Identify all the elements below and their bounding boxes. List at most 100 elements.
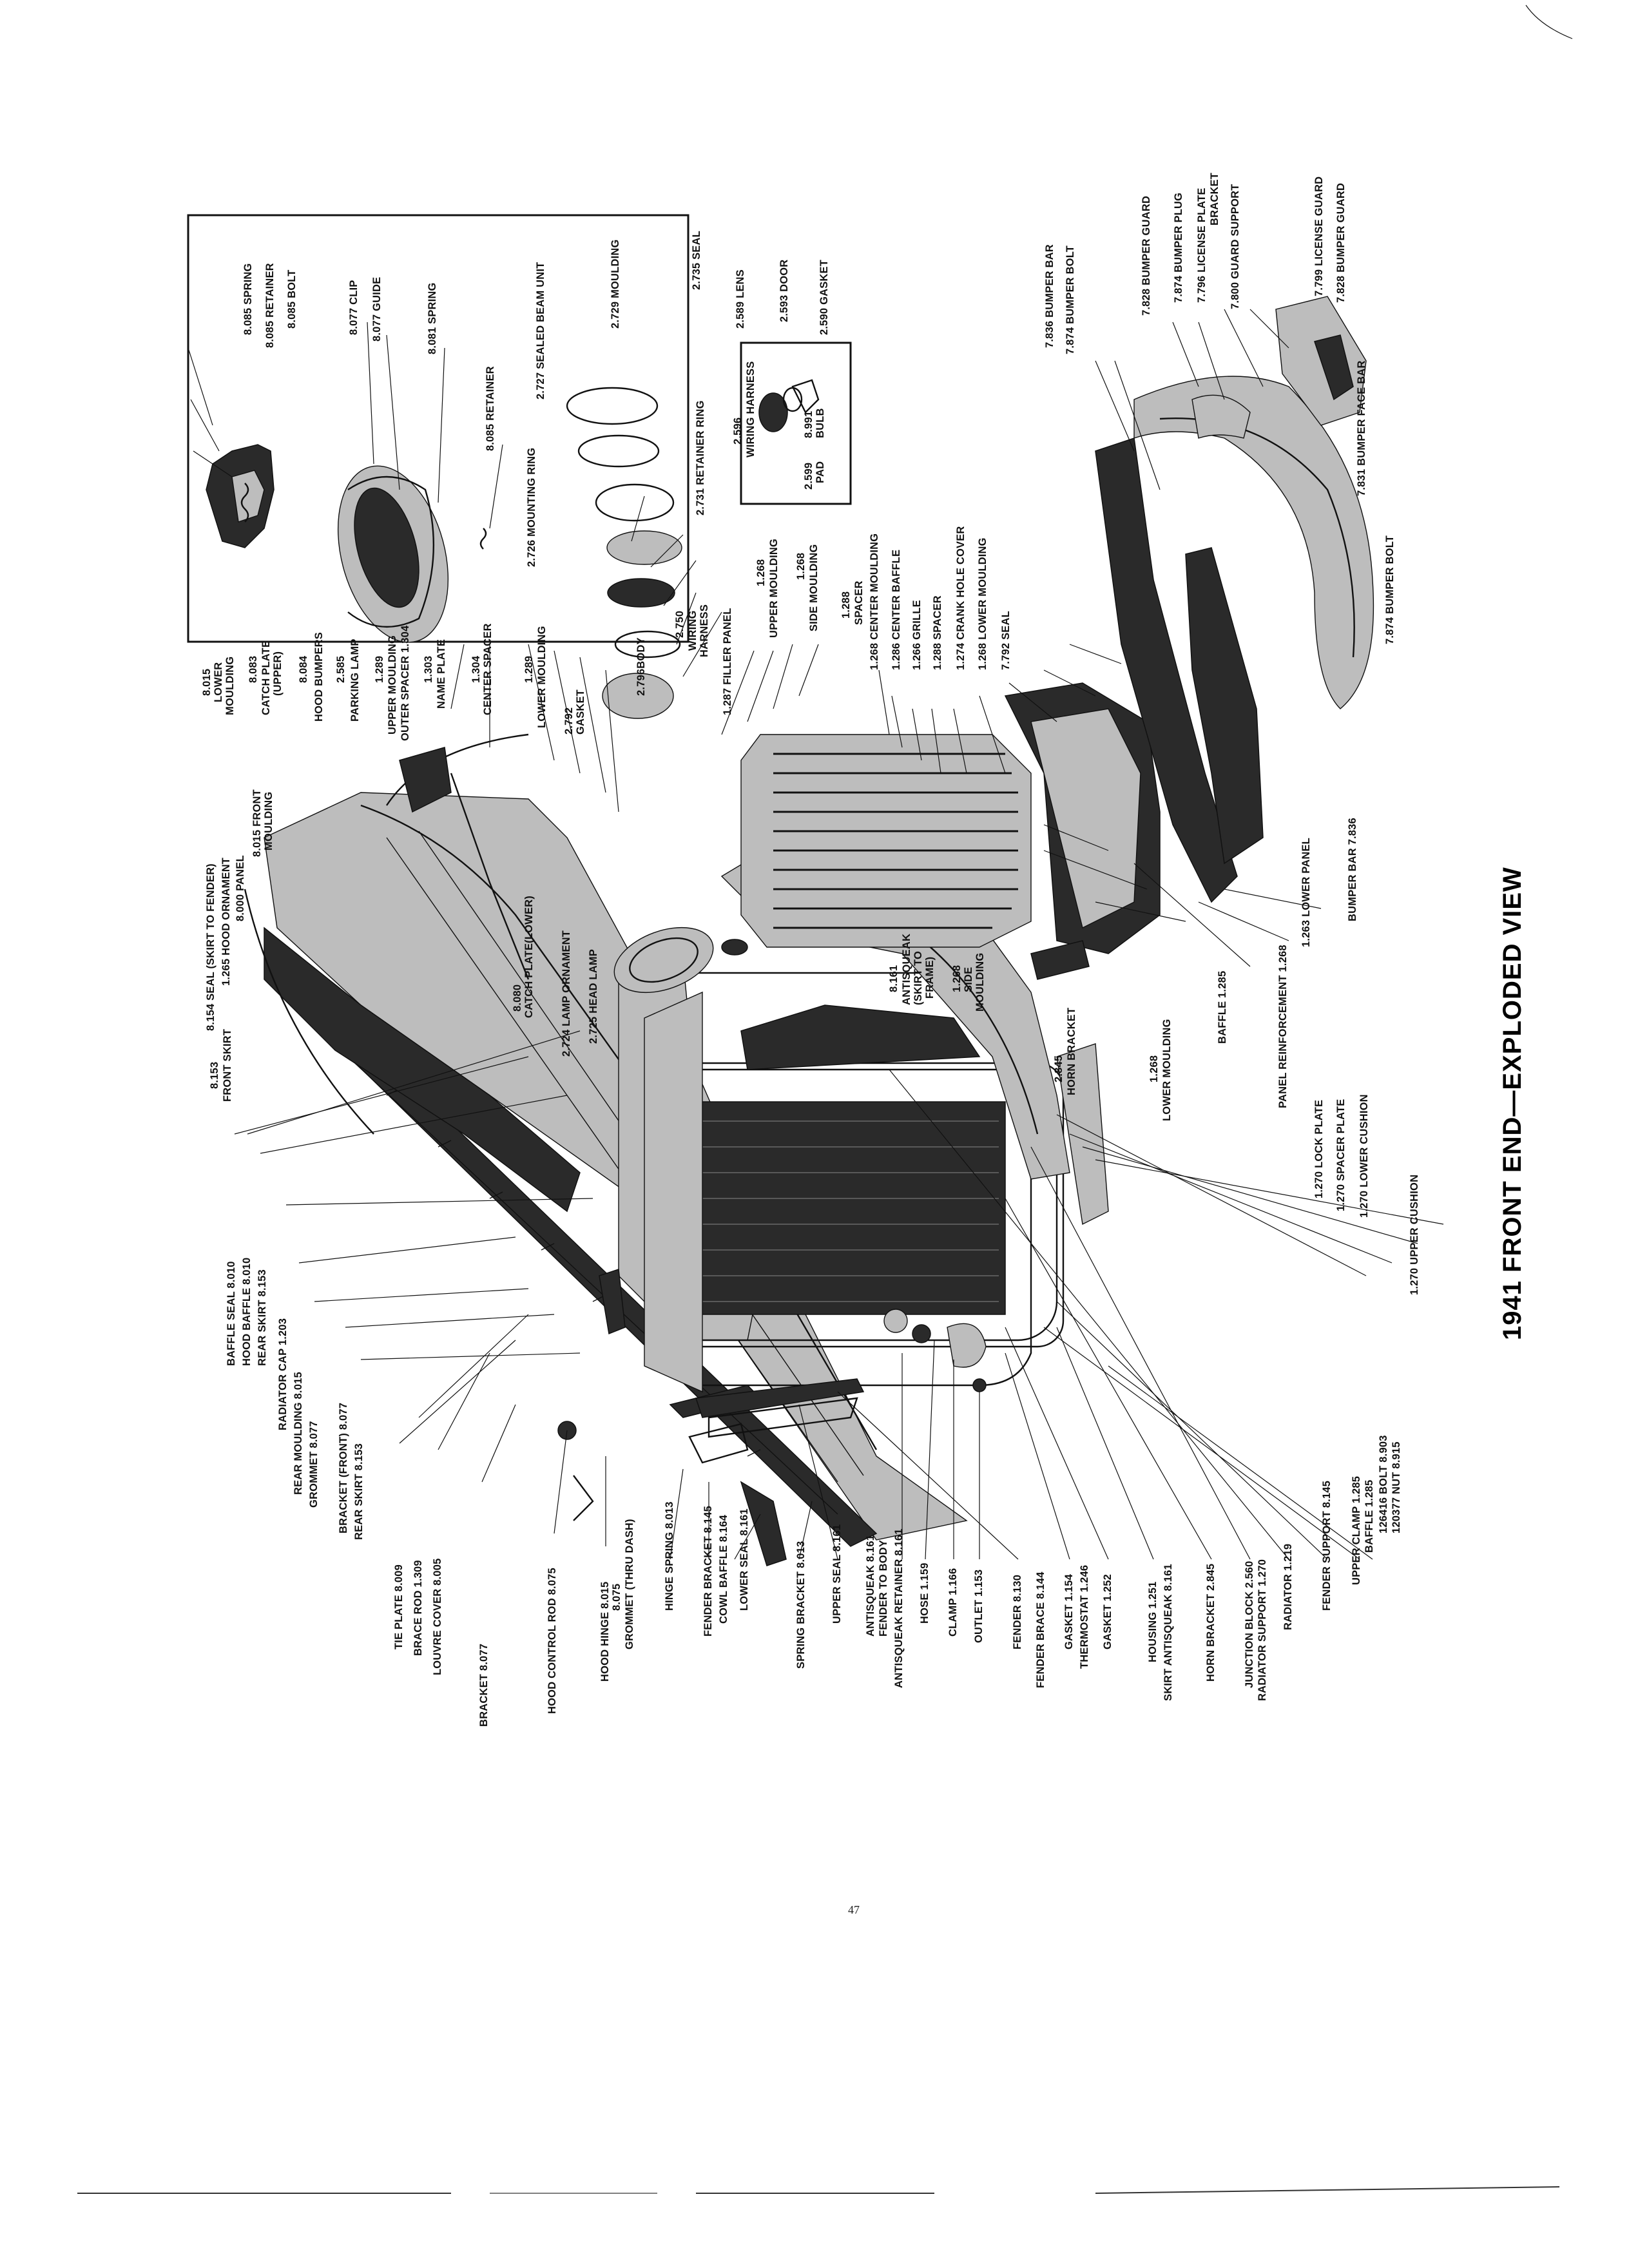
label-bumper-guard-7828: 7.828 BUMPER GUARD — [1141, 196, 1152, 316]
label-center-spacer-num: 1.304 — [470, 655, 482, 683]
label-spacer-1288: SPACER — [853, 581, 865, 625]
headlamp-rings — [566, 387, 682, 719]
label-brace-rod: BRACE ROD 1.309 — [412, 1560, 424, 1656]
label-rear-skirt-2: REAR SKIRT 8.153 — [353, 1443, 365, 1540]
label-wiring-harness-num: 2.750 — [674, 611, 686, 638]
label-guide-8077: 8.077 GUIDE — [371, 277, 383, 341]
label-antisqueak-fender-2: FENDER TO BODY — [878, 1540, 889, 1637]
label-name-plate: NAME PLATE — [436, 639, 447, 709]
label-bulb: BULB — [815, 408, 826, 438]
detail-inset-box — [187, 214, 689, 643]
label-grille: 1.266 GRILLE — [911, 600, 923, 670]
label-catch-plate-upper: CATCH PLATE — [260, 640, 272, 715]
label-lower-moulding-num: 8.015 — [201, 669, 213, 696]
label-hood-control-rod: HOOD CONTROL ROD 8.075 — [546, 1568, 558, 1714]
label-clip-8077: 8.077 CLIP — [348, 280, 360, 335]
label-lower-moulding-1268b: LOWER MOULDING — [1161, 1019, 1173, 1121]
label-horn-bracket: HORN BRACKET 2.845 — [1205, 1564, 1217, 1682]
label-outlet: OUTLET 1.153 — [973, 1570, 985, 1643]
bumper-bar — [1095, 437, 1238, 903]
label-hood-hinge: HOOD HINGE 8.015 — [599, 1582, 611, 1682]
label-door: 2.593 DOOR — [778, 260, 790, 322]
label-front-skirt: FRONT SKIRT — [222, 1029, 233, 1102]
label-spacer-plate: 1.270 SPACER PLATE — [1335, 1099, 1347, 1211]
label-radiator: RADIATOR 1.219 — [1282, 1544, 1294, 1630]
label-bracket: BRACKET 8.077 — [478, 1644, 490, 1727]
label-rear-moulding: REAR MOULDING 8.015 — [293, 1372, 304, 1495]
label-center-moulding: 1.268 CENTER MOULDING — [869, 533, 880, 670]
label-radiator-cap: RADIATOR CAP 1.203 — [277, 1318, 289, 1430]
label-hose: HOSE 1.159 — [919, 1562, 930, 1624]
label-grommet-dash: GROMMET (THRU DASH) — [624, 1519, 635, 1649]
license-guard — [1314, 334, 1354, 401]
label-head-lamp: 2.725 HEAD LAMP — [588, 949, 599, 1044]
label-spring-8081: 8.081 SPRING — [427, 282, 438, 354]
label-mounting-ring: 2.726 MOUNTING RING — [526, 448, 537, 567]
label-parking-lamp: PARKING LAMP — [349, 639, 361, 722]
label-side-moulding-1268b-num: 1.268 — [951, 965, 963, 992]
label-lower-seal: LOWER SEAL 8.161 — [738, 1508, 750, 1611]
label-fender-brace: FENDER BRACE 8.144 — [1035, 1571, 1046, 1688]
label-antisqueak-frame-num: 8.161 — [888, 965, 900, 992]
label-retainer-ring: 2.731 RETAINER RING — [695, 400, 706, 515]
label-cowl-baffle: COWL BAFFLE 8.164 — [718, 1514, 729, 1624]
small-parts — [557, 940, 1109, 1566]
label-fender: FENDER 8.130 — [1012, 1575, 1023, 1649]
label-bulb-num: 8.991 — [803, 411, 815, 438]
label-lower-moulding-2: MOULDING — [224, 657, 236, 715]
label-wiring-harness-2596: WIRING HARNESS — [745, 361, 757, 457]
label-antisqueak-retainer: ANTISQUEAK RETAINER 8.161 — [893, 1528, 905, 1688]
label-front-moulding: 8.015 FRONT — [251, 789, 263, 857]
label-catch-plate-upper-2: (UPPER) — [272, 651, 284, 696]
grille — [740, 734, 1032, 948]
label-wiring-harness: WIRING — [687, 610, 699, 651]
label-baffle-seal: BAFFLE SEAL 8.010 — [226, 1261, 237, 1366]
label-antisqueak-frame: ANTISQUEAK — [901, 934, 912, 1005]
label-bolt: 126416 BOLT 8.903 — [1378, 1435, 1389, 1533]
label-antisqueak-frame-2: (SKIRT TO — [912, 951, 924, 1005]
label-retainer-8085: 8.085 RETAINER — [264, 263, 276, 348]
label-front-moulding-2: MOULDING — [263, 792, 275, 850]
label-antisqueak-frame-3: FRAME) — [924, 957, 936, 999]
label-side-moulding-1268: SIDE MOULDING — [808, 544, 820, 631]
label-lower-moulding: LOWER — [213, 662, 224, 702]
head-lamp-group — [613, 927, 748, 994]
label-lower-moulding-1289-num: 1.289 — [523, 656, 535, 683]
label-fender-bracket: FENDER BRACKET 8.145 — [702, 1506, 714, 1637]
label-catch-plate-lower-num: 8.080 — [512, 985, 523, 1012]
label-bolt-8085: 8.085 BOLT — [286, 269, 298, 329]
bumper-bar-2 — [1185, 547, 1264, 865]
label-front-skirt-num: 8.153 — [209, 1062, 220, 1089]
label-seal-skirt: 8.154 SEAL (SKIRT TO FENDER) — [205, 863, 217, 1031]
corner-fold-mark — [1525, 5, 1573, 39]
label-fender-support: FENDER SUPPORT 8.145 — [1321, 1481, 1333, 1611]
label-parking-lamp-num: 2.585 — [335, 656, 347, 683]
label-sealed-beam: 2.727 SEALED BEAM UNIT — [535, 262, 546, 399]
label-antisqueak-fender: ANTISQUEAK 8.161 — [865, 1535, 876, 1637]
label-spacer-1288-num: 1.288 — [840, 591, 852, 619]
page-number: 47 — [848, 1903, 860, 1916]
label-spring-8085: 8.085 SPRING — [242, 263, 254, 335]
label-horn-bracket-2845: HORN BRACKET — [1066, 1008, 1077, 1095]
label-gasket-2792: GASKET — [575, 689, 586, 735]
label-spring-bracket: SPRING BRACKET 8.013 — [795, 1541, 807, 1669]
label-bumper-bolt-7874: 7.874 BUMPER BOLT — [1065, 245, 1076, 354]
label-upper-moulding-num: 1.289 — [374, 656, 385, 683]
label-side-moulding-1268-num: 1.268 — [795, 553, 807, 580]
label-seal-2735: 2.735 SEAL — [691, 231, 702, 290]
label-catch-plate-upper-num: 8.083 — [247, 656, 259, 683]
label-wiring-harness-2: HARNESS — [699, 604, 710, 657]
label-gasket-1154: GASKET 1.154 — [1063, 1573, 1075, 1649]
label-bumper-plug: 7.874 BUMPER PLUG — [1173, 193, 1184, 303]
label-center-baffle: 1.286 CENTER BAFFLE — [891, 550, 902, 670]
label-upper-moulding-1268: UPPER MOULDING — [768, 539, 780, 638]
label-license-guard: 7.799 LICENSE GUARD — [1313, 177, 1325, 296]
label-lock-plate: 1.270 LOCK PLATE — [1313, 1100, 1325, 1198]
label-baffle-1285-b: BAFFLE 1.285 — [1217, 971, 1228, 1044]
label-lamp-ornament: 2.724 LAMP ORNAMENT — [561, 930, 572, 1057]
label-panel: 8.000 PANEL — [235, 855, 246, 921]
label-grommet-dash-num: 8.075 — [611, 1584, 622, 1611]
label-name-plate-num: 1.303 — [423, 656, 434, 683]
page-title: 1941 FRONT END—EXPLODED VIEW — [1498, 867, 1527, 1340]
label-upper-clamp: UPPER CLAMP 1.285 — [1351, 1476, 1362, 1585]
